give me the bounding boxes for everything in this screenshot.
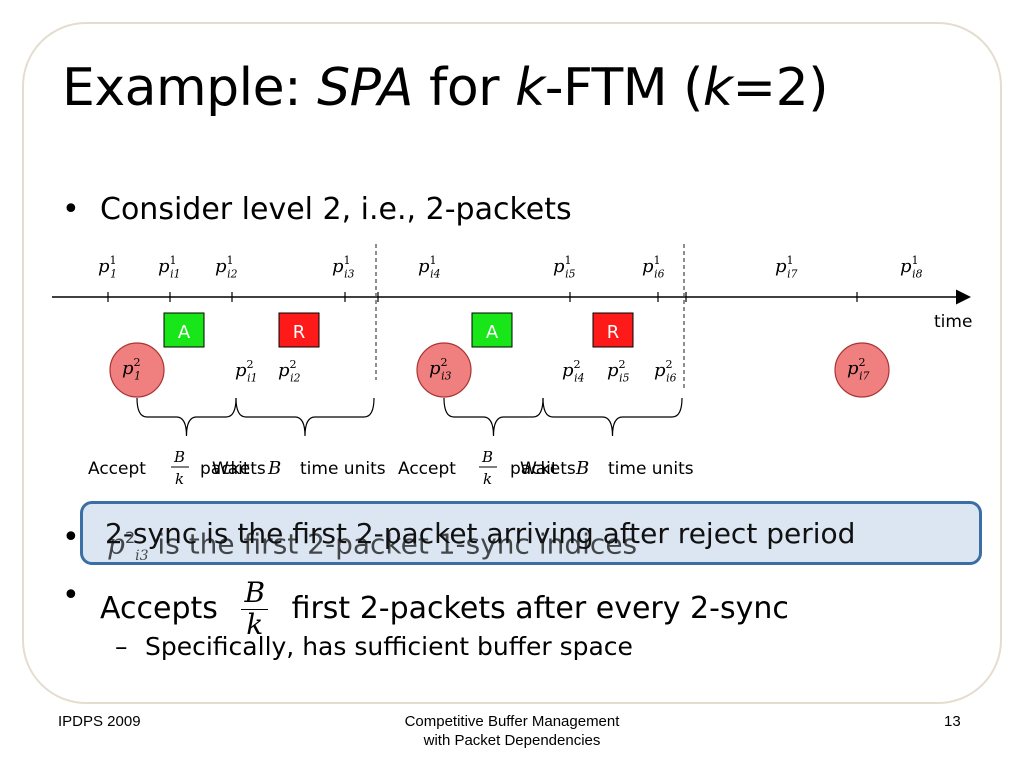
reject-box: R (278, 312, 320, 348)
svg-text:R: R (607, 322, 620, 343)
bullet-text: Consider level 2, i.e., 2-packets (100, 192, 572, 227)
bullet-text-post: first 2-packets after every 2-sync (291, 590, 789, 626)
brace-label-time-units: time units (608, 459, 694, 479)
reject-box: R (592, 312, 634, 348)
bullet-dot: • (62, 578, 80, 613)
slide-title: Example: SPA for k-FTM (k=2) (62, 58, 829, 118)
brace-label-wait: Wait (212, 459, 250, 479)
bullet-accepts: • Accepts B k first 2-packets after ever… (62, 577, 789, 641)
sub-bullet: – Specifically, has sufficient buffer sp… (115, 632, 633, 662)
curly-brace (443, 397, 544, 437)
fraction-denominator: k (483, 470, 492, 488)
svg-text:A: A (178, 322, 191, 343)
brace-label-b: B (575, 458, 589, 479)
svg-text:R: R (293, 322, 306, 343)
bullet-consider-level: • Consider level 2, i.e., 2-packets (62, 192, 572, 228)
bullet-dot: • (62, 520, 80, 555)
footer-title-line1: Competitive Buffer Management (404, 713, 620, 730)
footer-title: Competitive Buffer Management with Packe… (0, 712, 1024, 750)
bullet-text-pre: Accepts (100, 590, 218, 626)
fraction-denominator: k (175, 470, 184, 488)
brace-label-packets: packets (510, 459, 576, 479)
bullet-dot: • (62, 192, 80, 227)
curly-brace (136, 397, 237, 437)
brace-label-time-units: time units (300, 459, 386, 479)
fraction-numerator: B (173, 448, 185, 466)
brace-label-b: B (267, 458, 281, 479)
footer-conference: IPDPS 2009 (58, 713, 141, 730)
time-label: time (934, 312, 972, 332)
brace-label-accept: Accept (88, 459, 146, 479)
fraction-numerator: B (481, 448, 493, 466)
curly-brace (235, 397, 375, 437)
footer-title-line2: with Packet Dependencies (423, 732, 601, 749)
brace-label-wait: Wait (520, 459, 558, 479)
brace-label-accept: Accept (398, 459, 456, 479)
callout-text: 2-sync is the first 2-packet arriving af… (105, 517, 856, 550)
callout-underlay-text: p2i3 is the first 2-packet 1-sync indice… (107, 527, 638, 564)
curly-brace (542, 397, 683, 437)
brace-label-packets: packets (200, 459, 266, 479)
axis-ticks (107, 292, 858, 302)
footer-page-number: 13 (944, 713, 961, 730)
fraction-b-over-k: B k (241, 577, 269, 641)
callout-box: p2i3 is the first 2-packet 1-sync indice… (80, 501, 982, 565)
svg-text:A: A (486, 322, 499, 343)
accept-box: A (471, 312, 513, 348)
sub-dash: – (115, 632, 128, 661)
sub-bullet-text: Specifically, has sufficient buffer spac… (145, 632, 633, 661)
accept-box: A (163, 312, 205, 348)
braces (136, 397, 683, 437)
slide-frame (22, 22, 1002, 704)
